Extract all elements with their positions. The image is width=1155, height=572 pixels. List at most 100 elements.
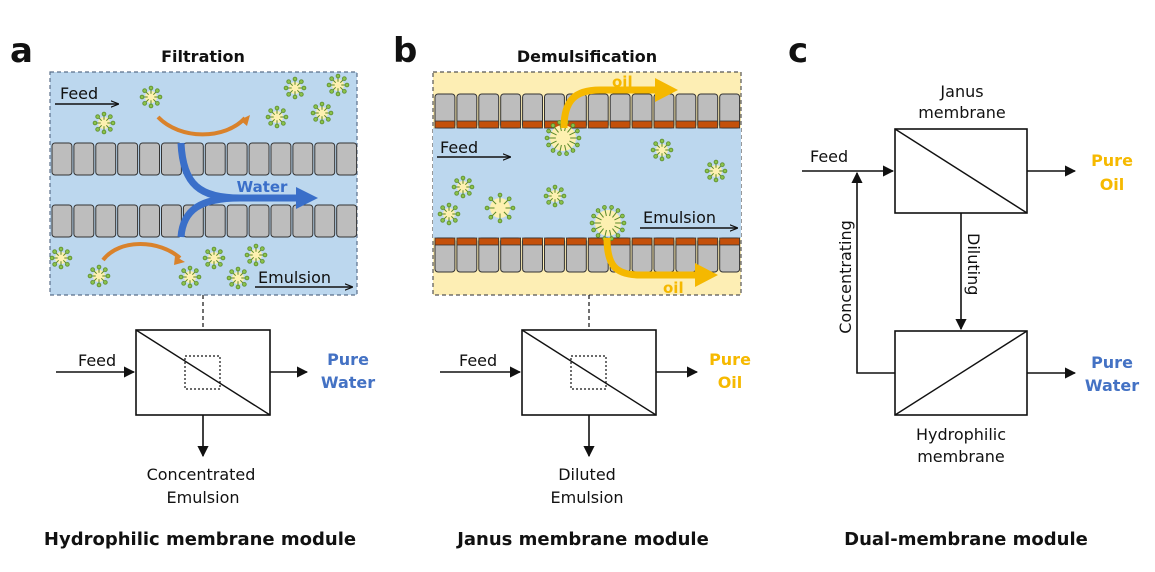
emulsion-droplet bbox=[283, 76, 307, 100]
janus-hydrophobic-layer bbox=[434, 237, 456, 246]
emulsion-droplet bbox=[265, 105, 289, 129]
oil-label-top: oil bbox=[612, 73, 633, 91]
janus-hydrophobic-layer bbox=[697, 120, 719, 129]
emulsion-droplet bbox=[543, 184, 567, 208]
diluting-label: Diluting bbox=[964, 233, 983, 295]
janus-hydrophobic-layer bbox=[675, 237, 697, 246]
membrane-top bbox=[51, 142, 358, 176]
membrane-pore-cell bbox=[51, 204, 73, 238]
demulsification-schematic: oil oil Feed Emulsion bbox=[432, 71, 742, 297]
membrane-pore-cell bbox=[292, 204, 314, 238]
membrane-pore-cell bbox=[226, 142, 248, 176]
membrane-pore-cell bbox=[314, 142, 336, 176]
janus-hydrophobic-layer bbox=[522, 237, 543, 246]
panel-b-title: Demulsification bbox=[517, 47, 657, 66]
oil-arrow-head-top bbox=[655, 78, 678, 102]
panel-c: c Janus membrane Feed Pure Oil Diluting … bbox=[788, 31, 1139, 550]
filtration-schematic: Water Feed Emulsion bbox=[49, 71, 358, 296]
membrane-pore-cell bbox=[139, 204, 161, 238]
membrane-pore-cell bbox=[117, 204, 139, 238]
membrane-pore-cell bbox=[51, 142, 73, 176]
membrane-diagonal bbox=[135, 329, 271, 416]
membrane-bottom bbox=[51, 204, 358, 238]
emulsion-droplet bbox=[484, 192, 516, 224]
retention-curve-arrow-bottom bbox=[101, 242, 182, 262]
panel-a: a Filtration Water Feed Emulsion bbox=[10, 31, 375, 550]
feed-label: Feed bbox=[810, 147, 848, 166]
janus-hydrophobic-layer bbox=[456, 237, 478, 246]
janus-membrane-bottom bbox=[434, 237, 741, 273]
pure-oil-label-1: Pure bbox=[1091, 151, 1133, 170]
panel-b-caption: Janus membrane module bbox=[455, 529, 709, 550]
panel-a-title: Filtration bbox=[161, 47, 245, 66]
feed-label: Feed bbox=[60, 84, 98, 103]
emulsion-droplet bbox=[544, 120, 582, 156]
janus-membrane-diagonal bbox=[894, 128, 1028, 214]
panel-a-caption: Hydrophilic membrane module bbox=[44, 529, 356, 550]
emulsion-droplet bbox=[139, 85, 163, 109]
pure-water-label-2: Water bbox=[1085, 376, 1139, 395]
janus-hydrophobic-layer bbox=[434, 120, 456, 129]
concentrated-label-1: Concentrated bbox=[147, 465, 256, 484]
emulsion-droplets bbox=[49, 73, 350, 290]
janus-hydrophobic-layer bbox=[522, 120, 543, 129]
pure-water-label-2: Water bbox=[321, 373, 375, 392]
emulsion-droplet bbox=[589, 205, 627, 241]
retention-curve-arrow-top bbox=[156, 115, 247, 137]
emulsion-channel bbox=[433, 128, 741, 238]
membrane-pore-cell bbox=[95, 142, 117, 176]
janus-hydrophobic-layer bbox=[653, 120, 675, 129]
emulsion-droplet bbox=[178, 265, 202, 289]
janus-hydrophobic-layer bbox=[566, 237, 587, 246]
water-flow-arrow-lower bbox=[177, 194, 241, 238]
membrane-pore-cell bbox=[248, 142, 270, 176]
janus-hydrophobic-layer bbox=[653, 237, 675, 246]
janus-label-1: Janus bbox=[939, 82, 983, 101]
module-feed-label: Feed bbox=[78, 351, 116, 370]
membrane-pore-cell bbox=[73, 142, 95, 176]
panel-c-letter: c bbox=[788, 31, 808, 71]
pure-water-label-1: Pure bbox=[1091, 353, 1133, 372]
panel-a-letter: a bbox=[10, 31, 33, 71]
membrane-pore-cell bbox=[204, 142, 226, 176]
janus-hydrophobic-layer bbox=[697, 237, 719, 246]
emulsion-droplet bbox=[704, 159, 728, 183]
emulsion-droplets bbox=[437, 120, 728, 241]
janus-hydrophobic-layer bbox=[500, 120, 522, 129]
emulsion-droplet bbox=[326, 73, 350, 97]
membrane-pore-cell bbox=[336, 204, 358, 238]
pure-oil-label-2: Oil bbox=[718, 373, 743, 392]
janus-hydrophobic-layer bbox=[478, 237, 500, 246]
oil-flow-arrow-bottom bbox=[603, 237, 700, 279]
janus-label-2: membrane bbox=[918, 103, 1006, 122]
membrane-pore-cell bbox=[248, 204, 270, 238]
janus-hydrophobic-layer bbox=[500, 237, 522, 246]
pure-water-label-1: Pure bbox=[327, 350, 369, 369]
concentrated-label-2: Emulsion bbox=[167, 488, 240, 507]
emulsion-droplet bbox=[451, 175, 475, 199]
janus-membrane-top bbox=[434, 93, 741, 129]
janus-hydrophobic-layer bbox=[609, 120, 631, 129]
membrane-pore-cell bbox=[95, 204, 117, 238]
water-region bbox=[49, 71, 358, 296]
emulsion-droplet bbox=[202, 246, 226, 270]
janus-hydrophobic-layer bbox=[544, 237, 565, 246]
membrane-pore-cell bbox=[314, 204, 336, 238]
emulsion-droplet bbox=[244, 243, 268, 267]
emulsion-droplet bbox=[87, 264, 111, 288]
oil-flow-arrow-top bbox=[560, 86, 660, 129]
hydrophilic-membrane-diagonal bbox=[894, 330, 1028, 416]
janus-hydrophobic-layer bbox=[719, 120, 741, 129]
emulsion-label: Emulsion bbox=[643, 208, 716, 227]
concentrating-arrow bbox=[851, 171, 895, 374]
panel-b: b Demulsification oil oil Feed Emulsion … bbox=[393, 31, 751, 550]
membrane-pore-cell bbox=[139, 142, 161, 176]
hydrophilic-label-2: membrane bbox=[917, 447, 1005, 466]
water-arrow-head bbox=[296, 187, 318, 209]
feed-label: Feed bbox=[440, 138, 478, 157]
oil-label-bottom: oil bbox=[663, 279, 684, 297]
membrane-pore-cell bbox=[117, 142, 139, 176]
emulsion-label: Emulsion bbox=[258, 268, 331, 287]
membrane-pore-cell bbox=[73, 204, 95, 238]
